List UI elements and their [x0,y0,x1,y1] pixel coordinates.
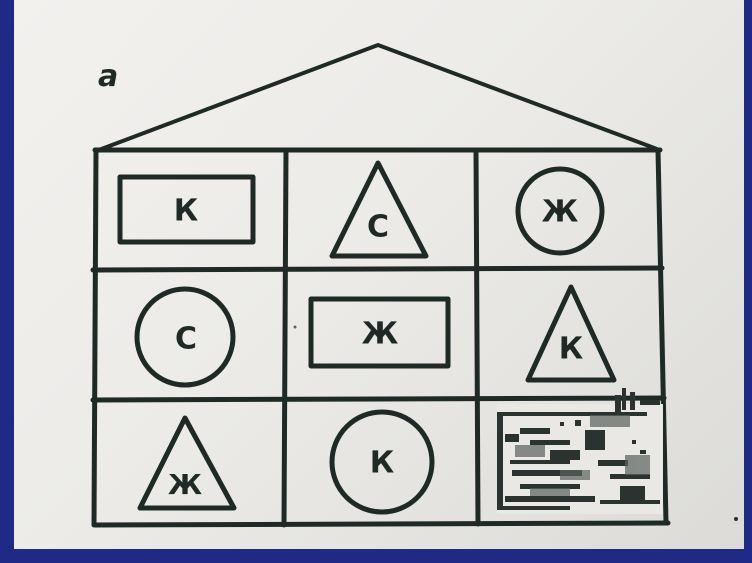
letter-r2c1: С [175,322,197,357]
paper-speck [294,326,297,329]
grid-line-row2 [93,398,664,400]
letter-r3c2: К [370,446,395,481]
house-roof [96,45,657,151]
corner-label: a [98,59,118,94]
letter-r1c2: С [367,210,389,245]
letter-r1c1: К [174,194,199,229]
letter-r3c1: Ж [168,468,202,501]
grid-line-bottom [95,523,668,525]
grid-line-row1 [93,268,662,270]
letter-r2c3: К [559,332,584,367]
grid-line-left [94,150,96,525]
animal-picture [497,388,663,514]
grid-line-col2 [476,150,478,524]
grid-line-col1 [284,150,286,525]
letter-r1c3: Ж [542,195,579,230]
letter-r2c2: Ж [362,317,399,352]
paper-mark [734,517,738,521]
